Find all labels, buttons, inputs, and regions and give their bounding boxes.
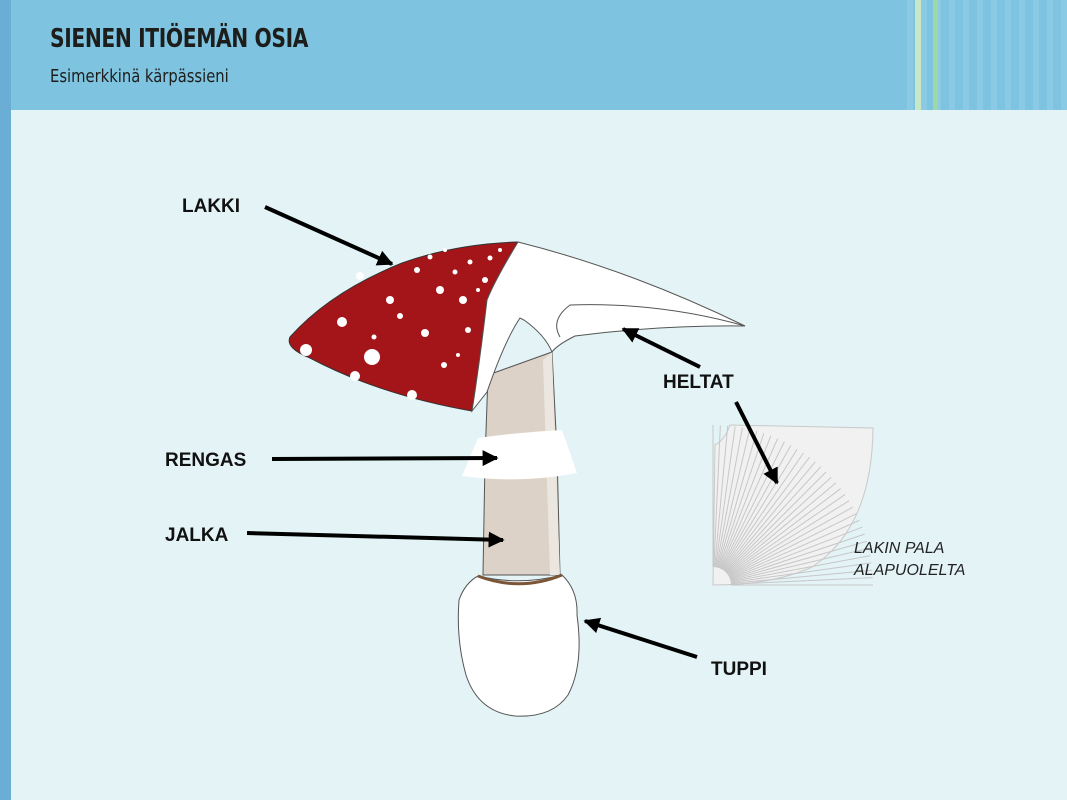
- note-line-1: LAKIN PALA: [854, 540, 944, 557]
- gill-line: [722, 452, 804, 571]
- label-heltat: HELTAT: [663, 372, 734, 393]
- gill-line: [730, 555, 871, 583]
- page-subtitle: Esimerkkinä kärpässieni: [50, 66, 229, 87]
- gill-line: [729, 533, 865, 580]
- gill-line: [726, 482, 837, 574]
- gill-line: [722, 448, 798, 570]
- gill-line: [730, 562, 872, 584]
- gill-line: [729, 526, 863, 579]
- note-line-2: ALAPUOLELTA: [853, 562, 965, 579]
- gill-line: [716, 429, 751, 568]
- gill-line: [725, 476, 832, 574]
- cap-spots: [300, 248, 502, 400]
- gill-line: [730, 547, 869, 582]
- gill-line: [728, 513, 857, 578]
- header-stripe: [933, 0, 938, 110]
- page-title: SIENEN ITIÖEMÄN OSIA: [50, 24, 309, 54]
- gill-line: [724, 461, 816, 572]
- left-accent-bar: [0, 0, 11, 800]
- cap-gill-edge: [556, 304, 746, 338]
- arrow-rengas: [271, 450, 499, 467]
- gill-line: [728, 506, 854, 577]
- gill-line: [724, 466, 822, 573]
- arrow-jalka: [246, 531, 505, 548]
- gill-line: [718, 433, 765, 569]
- gill-line: [727, 488, 841, 575]
- gill-line: [725, 471, 827, 573]
- gill-line: [723, 457, 810, 571]
- label-lakki: LAKKI: [182, 196, 240, 217]
- arrow-heltat-fan: [734, 401, 779, 485]
- gill-fan: [712, 424, 874, 586]
- arrow-tuppi: [583, 617, 698, 659]
- label-tuppi: TUPPI: [711, 659, 767, 680]
- header-bar: [0, 0, 1067, 110]
- gill-line: [715, 427, 743, 568]
- arrow-lakki: [264, 205, 394, 266]
- gill-line: [729, 519, 860, 579]
- gill-line: [730, 569, 873, 584]
- volva-rim: [477, 573, 563, 586]
- gill-line: [717, 430, 758, 568]
- volva: [457, 574, 580, 717]
- gill-line: [721, 444, 792, 570]
- gill-line: [713, 425, 721, 568]
- gill-line: [730, 540, 868, 581]
- cap-section: [471, 241, 746, 413]
- header-stripe: [915, 0, 921, 110]
- gill-line: [730, 577, 873, 585]
- gill-line: [720, 441, 785, 570]
- gill-line: [719, 438, 779, 569]
- gill-line: [727, 494, 846, 576]
- gill-line: [728, 500, 850, 576]
- ring: [462, 430, 577, 480]
- gill-line: [714, 426, 736, 568]
- gill-line: [714, 425, 729, 568]
- label-rengas: RENGAS: [165, 450, 246, 471]
- label-jalka: JALKA: [165, 525, 229, 546]
- arrow-heltat: [621, 327, 701, 369]
